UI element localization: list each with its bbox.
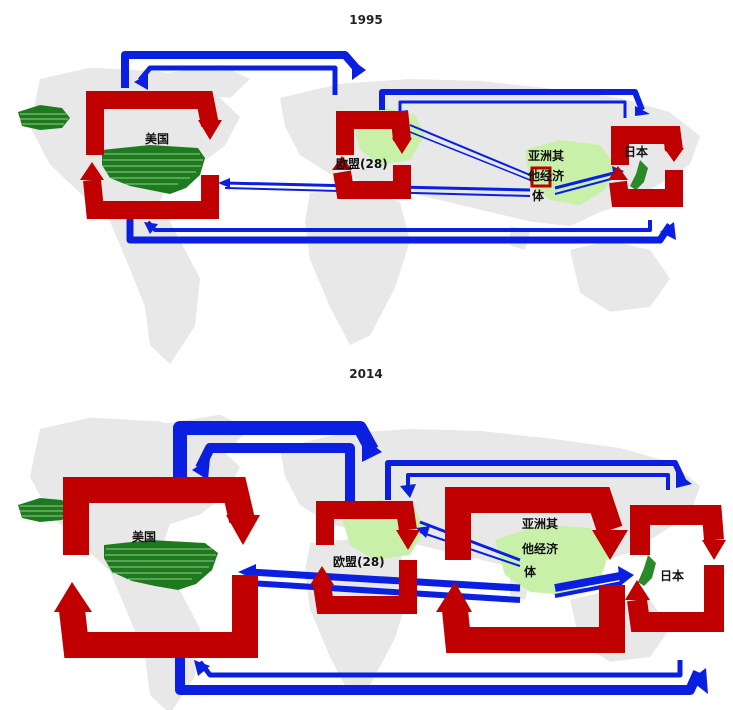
panel-2014: 2014 — [18, 367, 726, 710]
label-asia-line1: 亚洲其 — [528, 148, 564, 163]
eu-internal-loop — [333, 111, 411, 199]
red-arrowheads-2014 — [54, 515, 726, 612]
flow-japan-eu — [406, 473, 670, 492]
japan-internal-loop — [609, 126, 683, 207]
asia-region — [525, 140, 615, 205]
label-japan: 日本 — [624, 144, 648, 159]
internal-flows-1995 — [83, 91, 683, 219]
internal-flows-2014 — [59, 477, 724, 658]
label-asia-line2: 他经济 — [521, 541, 559, 556]
label-japan: 日本 — [660, 568, 684, 583]
us-internal-loop — [59, 477, 258, 658]
us-region — [104, 540, 218, 590]
label-eu: 欧盟(28) — [336, 156, 388, 171]
flow-eu-us — [138, 65, 338, 95]
us-region — [102, 145, 205, 194]
panel-title: 2014 — [349, 367, 382, 381]
flow-asia-japan — [554, 571, 626, 592]
panel-title: 1995 — [349, 13, 382, 27]
arrowheads-2014 — [192, 436, 708, 694]
label-asia-line1: 亚洲其 — [522, 516, 558, 531]
flow-asia-eu — [409, 131, 531, 181]
label-asia-line3: 体 — [524, 564, 537, 579]
flow-asia-japan — [554, 170, 619, 190]
red-arrowheads-1995 — [80, 120, 684, 180]
flow-asia-us — [249, 568, 521, 592]
flow-eu-japan — [379, 89, 645, 112]
flow-us-asia — [249, 580, 521, 603]
arrowheads-1995 — [134, 60, 676, 240]
alaska-region — [18, 105, 70, 130]
flow-us-eu — [173, 421, 379, 480]
japan-region — [630, 160, 648, 190]
japan-internal-loop — [627, 505, 724, 632]
eu-internal-loop — [313, 501, 417, 614]
panel-1995: 1995 — [18, 13, 700, 364]
asia-region — [495, 525, 610, 595]
flow-eu-asia — [409, 124, 531, 176]
japan-region — [638, 555, 656, 586]
label-asia-line3: 体 — [532, 188, 545, 203]
flow-eu-us — [195, 443, 355, 505]
label-us: 美国 — [132, 529, 156, 544]
flow-japan-us-lower — [198, 660, 683, 678]
flow-japan-eu — [398, 100, 627, 118]
label-eu: 欧盟(28) — [333, 554, 385, 569]
label-asia-line2: 他经济 — [527, 168, 565, 183]
label-us: 美国 — [145, 131, 169, 146]
flow-japan-asia — [554, 177, 616, 195]
flow-eu-japan — [385, 460, 686, 500]
asia-internal-loop-small — [530, 166, 552, 188]
flow-us-eu — [121, 51, 362, 88]
us-internal-loop — [83, 91, 219, 219]
asia-internal-loop — [442, 487, 625, 653]
alaska-region — [18, 498, 70, 522]
